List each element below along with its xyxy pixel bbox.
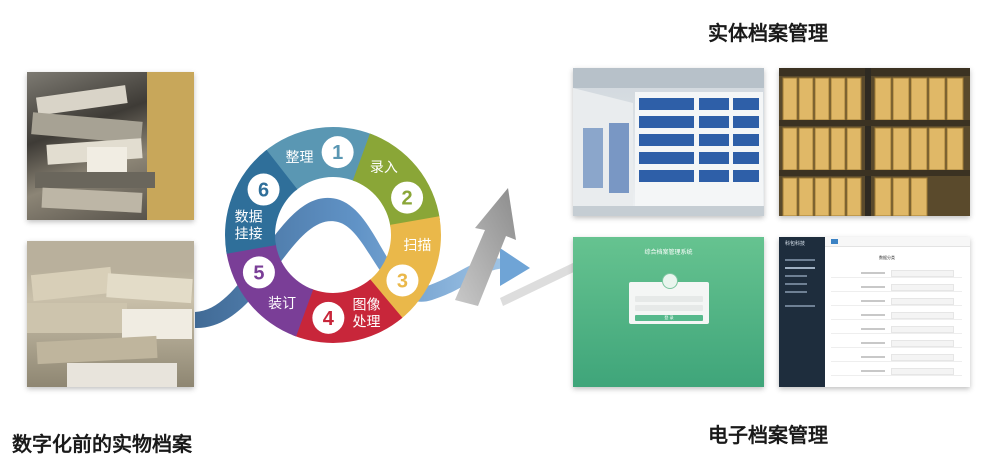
login-card: 登 录 bbox=[629, 273, 709, 324]
blue-wave-ribbon bbox=[195, 197, 518, 329]
step-label-4: 图像处理 bbox=[352, 298, 380, 331]
form-row bbox=[831, 339, 962, 348]
caption-before-digitization: 数字化前的实物档案 bbox=[12, 432, 192, 456]
step-label-5: 装订 bbox=[268, 296, 296, 312]
admin-system-screenshot: 科包科技 数据分类 bbox=[779, 237, 970, 387]
sidebar-item[interactable] bbox=[785, 283, 807, 285]
form-row bbox=[831, 297, 962, 306]
gray-up-arrow bbox=[455, 188, 516, 306]
login-system-screenshot: 综合档案管理系统 登 录 bbox=[573, 237, 764, 387]
step-number-2: 2 bbox=[402, 188, 413, 210]
gray-stripe bbox=[500, 262, 578, 306]
cycle-segment-2 bbox=[352, 133, 440, 227]
step-number-3: 3 bbox=[397, 270, 408, 292]
step-label-1: 整理 bbox=[286, 150, 314, 166]
username-field[interactable] bbox=[635, 296, 703, 302]
admin-topbar bbox=[825, 237, 970, 247]
compact-shelving-photo bbox=[573, 68, 764, 216]
form-row bbox=[831, 269, 962, 278]
form-row bbox=[831, 353, 962, 362]
messy-papers-photo-bottom bbox=[27, 241, 194, 387]
caption-physical-management: 实体档案管理 bbox=[708, 21, 828, 45]
sidebar-item[interactable] bbox=[785, 275, 807, 277]
login-button-label: 登 录 bbox=[664, 315, 674, 320]
admin-section-title: 数据分类 bbox=[879, 255, 895, 260]
step-number-badge-2 bbox=[391, 181, 424, 214]
form-row bbox=[831, 367, 962, 376]
admin-brand: 科包科技 bbox=[785, 241, 806, 247]
step-number-6: 6 bbox=[258, 180, 269, 202]
step-number-badge-1 bbox=[321, 136, 354, 169]
step-number-1: 1 bbox=[332, 142, 343, 164]
step-label-2: 录入 bbox=[370, 160, 398, 176]
step-number-5: 5 bbox=[253, 262, 264, 284]
archive-boxes-photo bbox=[779, 68, 970, 216]
form-row bbox=[831, 311, 962, 320]
password-field[interactable] bbox=[635, 305, 703, 311]
step-number-badge-6 bbox=[247, 173, 280, 206]
step-number-badge-4 bbox=[312, 301, 345, 334]
messy-papers-photo-top bbox=[27, 72, 194, 220]
step-number-4: 4 bbox=[323, 308, 335, 330]
step-number-badge-5 bbox=[242, 256, 275, 289]
form-row bbox=[831, 283, 962, 292]
archive-boxes-illustration bbox=[779, 68, 970, 216]
step-number-badge-3 bbox=[386, 264, 419, 297]
form-row bbox=[831, 325, 962, 334]
login-logo-icon bbox=[662, 273, 678, 289]
papers-pile-illustration bbox=[31, 72, 194, 220]
admin-tab[interactable] bbox=[831, 239, 838, 244]
step-label-3: 扫描 bbox=[403, 238, 431, 254]
cycle-ring: 1 整理 2录入 3 扫描 4 图像处理 5装订 6 数据挂接 bbox=[225, 126, 441, 343]
blue-arrow-head bbox=[500, 248, 530, 286]
login-button[interactable]: 登 录 bbox=[635, 315, 703, 321]
papers-stack-illustration bbox=[27, 241, 194, 387]
sidebar-item[interactable] bbox=[785, 259, 815, 261]
sidebar-item[interactable] bbox=[785, 305, 815, 307]
admin-sidebar: 科包科技 bbox=[779, 237, 825, 387]
sidebar-item[interactable] bbox=[785, 291, 807, 293]
shelving-illustration bbox=[573, 68, 764, 216]
sidebar-item[interactable] bbox=[785, 267, 815, 269]
caption-electronic-management: 电子档案管理 bbox=[708, 423, 828, 447]
step-label-6: 数据挂接 bbox=[235, 209, 263, 242]
login-system-title: 综合档案管理系统 bbox=[644, 249, 693, 256]
